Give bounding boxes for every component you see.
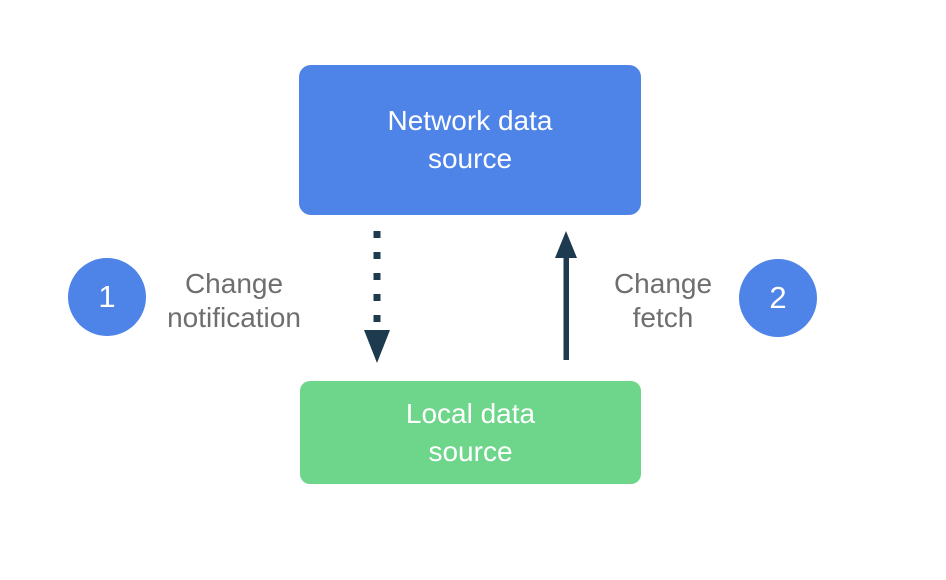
change-notification-label: Change notification: [167, 268, 301, 333]
change-fetch-solid-up-arrow-icon: [555, 231, 577, 360]
step-1-badge: 1: [68, 258, 146, 336]
local-data-source-label: Local data source: [405, 397, 536, 467]
network-data-source-node: Network data source: [299, 65, 641, 215]
step-1-number: 1: [98, 279, 116, 314]
network-data-source-label: Network data source: [387, 105, 553, 174]
change-notification-dotted-down-arrow-icon: [364, 231, 390, 363]
step-2-badge: 2: [739, 259, 817, 337]
change-fetch-label: Change fetch: [613, 268, 713, 333]
local-data-source-node: Local data source: [300, 381, 641, 484]
step-2-number: 2: [769, 280, 787, 315]
